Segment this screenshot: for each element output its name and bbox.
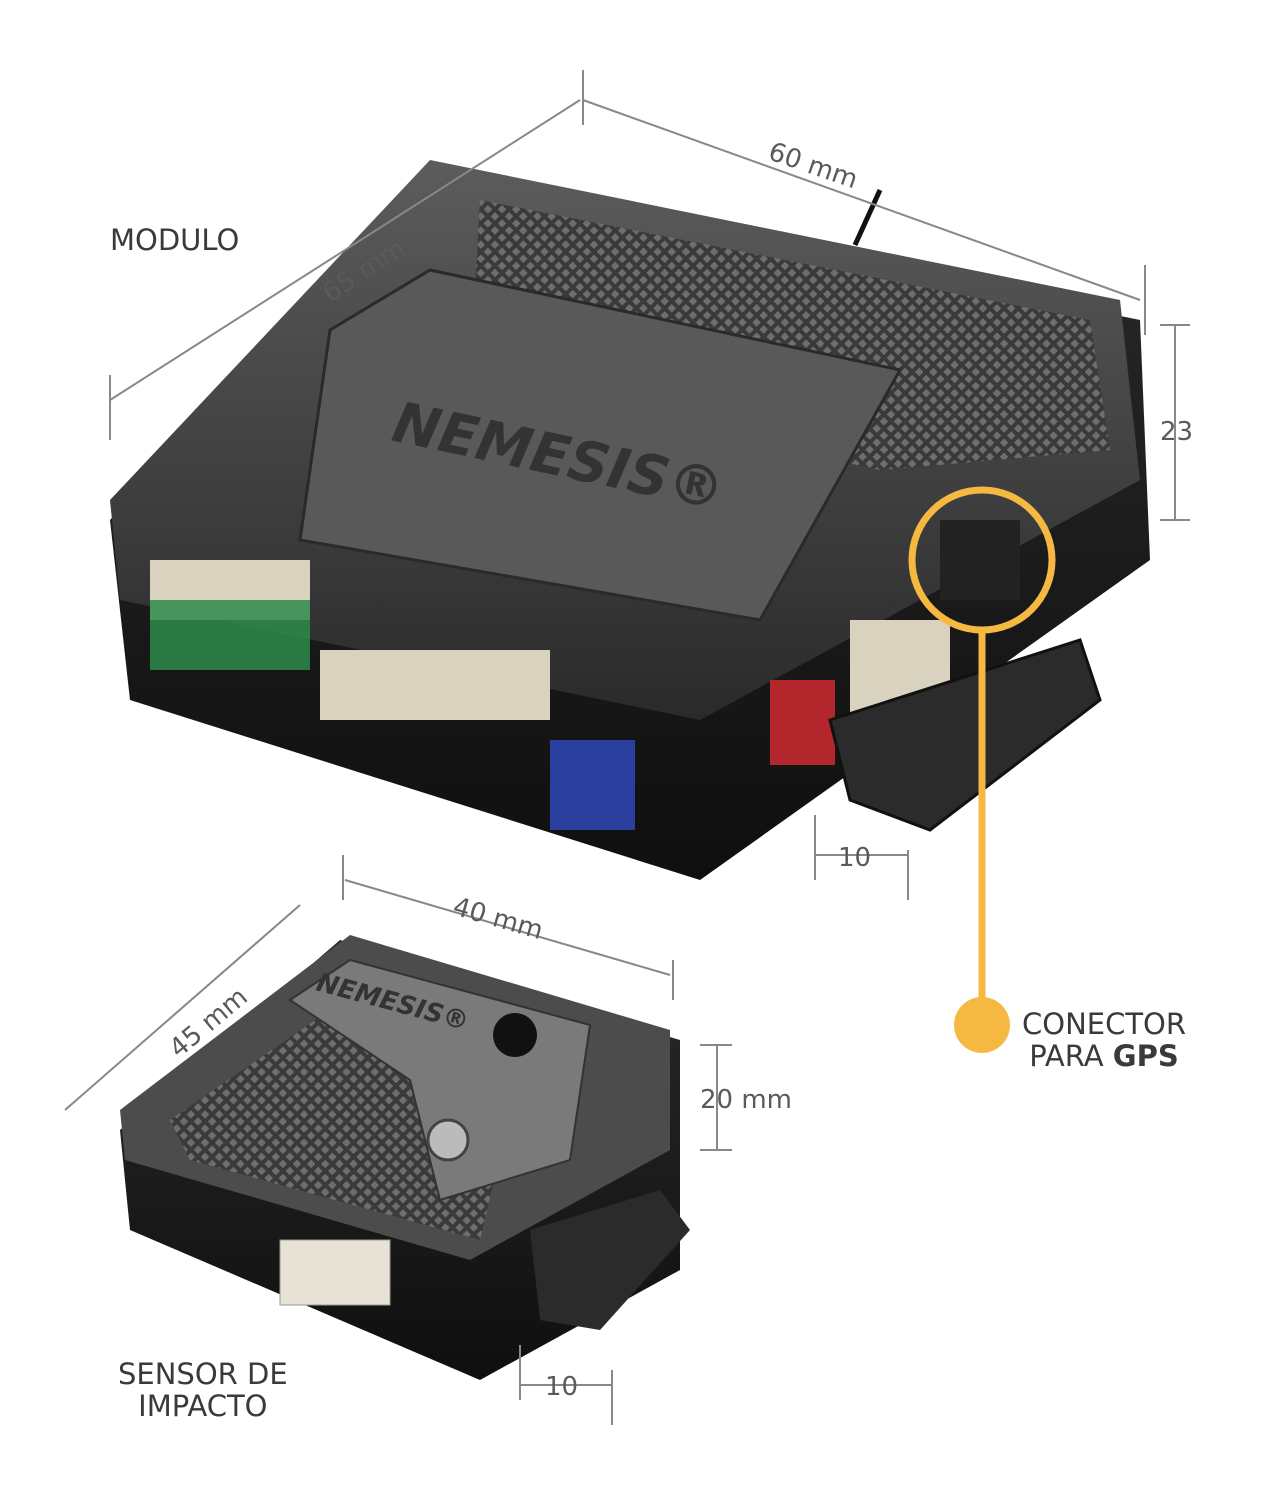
connector-beige-center [320, 650, 550, 720]
module-device: NEMESIS® [110, 160, 1150, 880]
sensor-label-line2: IMPACTO [138, 1389, 268, 1423]
module-height-dimension: 23 [1160, 417, 1193, 447]
module-dimension-lines [109, 70, 1190, 900]
module-label: MODULO [110, 223, 240, 257]
gps-connector-label: CONECTOR PARA GPS [1022, 1008, 1186, 1072]
sensor-width-dimension: 40 mm [450, 892, 547, 946]
gps-label-prefix: PARA [1029, 1039, 1113, 1073]
gps-connector [940, 520, 1020, 600]
sensitivity-knob [493, 1013, 537, 1057]
sensor-connector [279, 1239, 391, 1306]
gps-callout [908, 486, 1056, 1053]
connector-red [770, 680, 835, 765]
antenna [852, 188, 883, 247]
connector-green [150, 600, 310, 670]
module-mounting-tab [828, 638, 1102, 832]
gps-label-line1: CONECTOR [1022, 1007, 1187, 1041]
gps-label-line2: PARA GPS [1022, 1040, 1186, 1072]
sensor-led [426, 1118, 470, 1162]
sensor-label-line1: SENSOR DE [118, 1357, 288, 1391]
sensor-mounting-tab [530, 1190, 690, 1330]
gps-callout-dot [954, 997, 1010, 1053]
module-width-dimension: 60 mm [765, 137, 862, 195]
gps-label-bold: GPS [1112, 1039, 1179, 1073]
module-top-panel [298, 268, 903, 622]
sensor-tab-dimension: 10 [545, 1372, 578, 1402]
module-tab-dimension: 10 [838, 843, 871, 873]
sensor-label: SENSOR DE IMPACTO [118, 1358, 288, 1422]
sensor-device: NEMESIS® [120, 935, 690, 1380]
sensor-height-dimension: 20 mm [700, 1085, 792, 1115]
sensor-dimension-lines [64, 855, 732, 1425]
connector-blue [550, 740, 635, 830]
